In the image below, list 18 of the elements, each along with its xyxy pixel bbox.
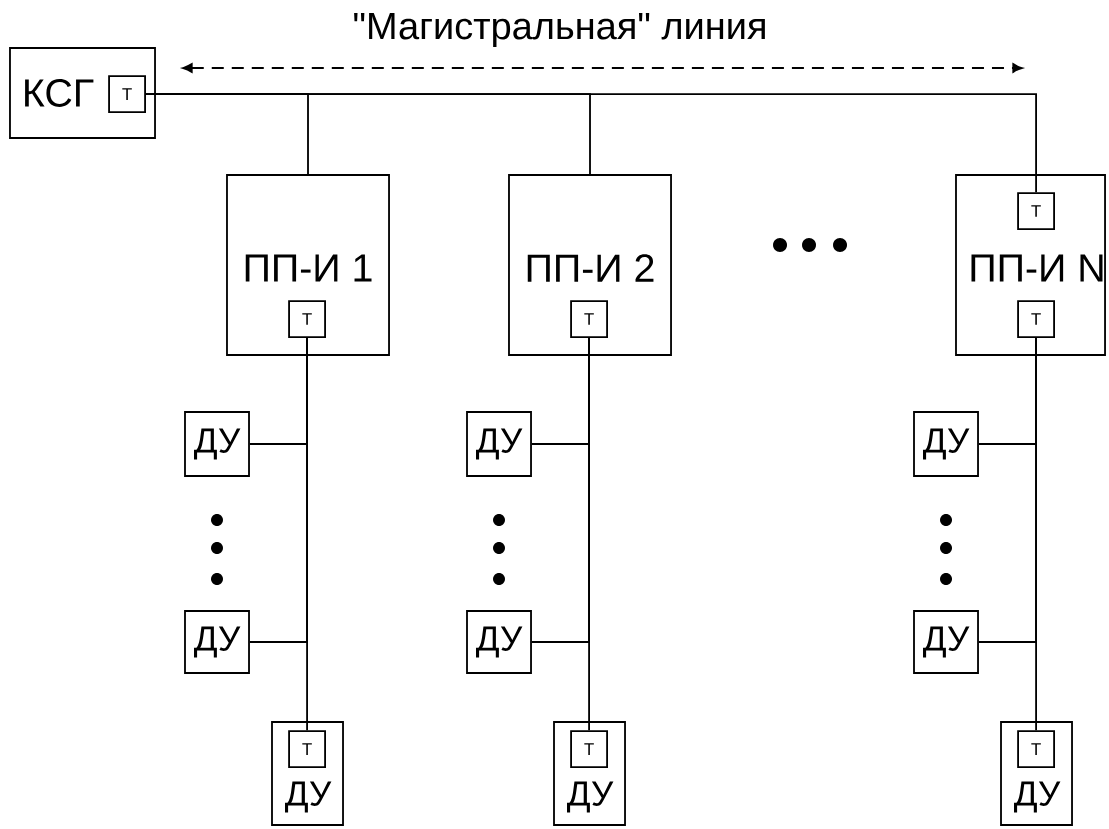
device-box: ДУ xyxy=(913,411,979,477)
device-box: ДУ xyxy=(913,610,979,674)
line-label: "Магистральная" линия xyxy=(354,13,765,47)
connector-line xyxy=(145,93,1037,194)
device-box: ДУ xyxy=(466,411,532,477)
connector-line xyxy=(1035,337,1037,732)
connector-line xyxy=(588,337,590,732)
terminal-box: Т xyxy=(1017,730,1055,768)
terminal-box: Т xyxy=(570,300,608,338)
terminal-box: Т xyxy=(288,300,326,338)
terminal-box: Т xyxy=(288,730,326,768)
device-box: ДУ xyxy=(184,610,250,674)
device-box: ДУ xyxy=(466,610,532,674)
terminal-box: Т xyxy=(570,730,608,768)
terminal-box: Т xyxy=(1017,192,1055,230)
device-box: ДУ xyxy=(184,411,250,477)
terminal-box: Т xyxy=(1017,300,1055,338)
terminal-box: Т xyxy=(108,75,146,113)
